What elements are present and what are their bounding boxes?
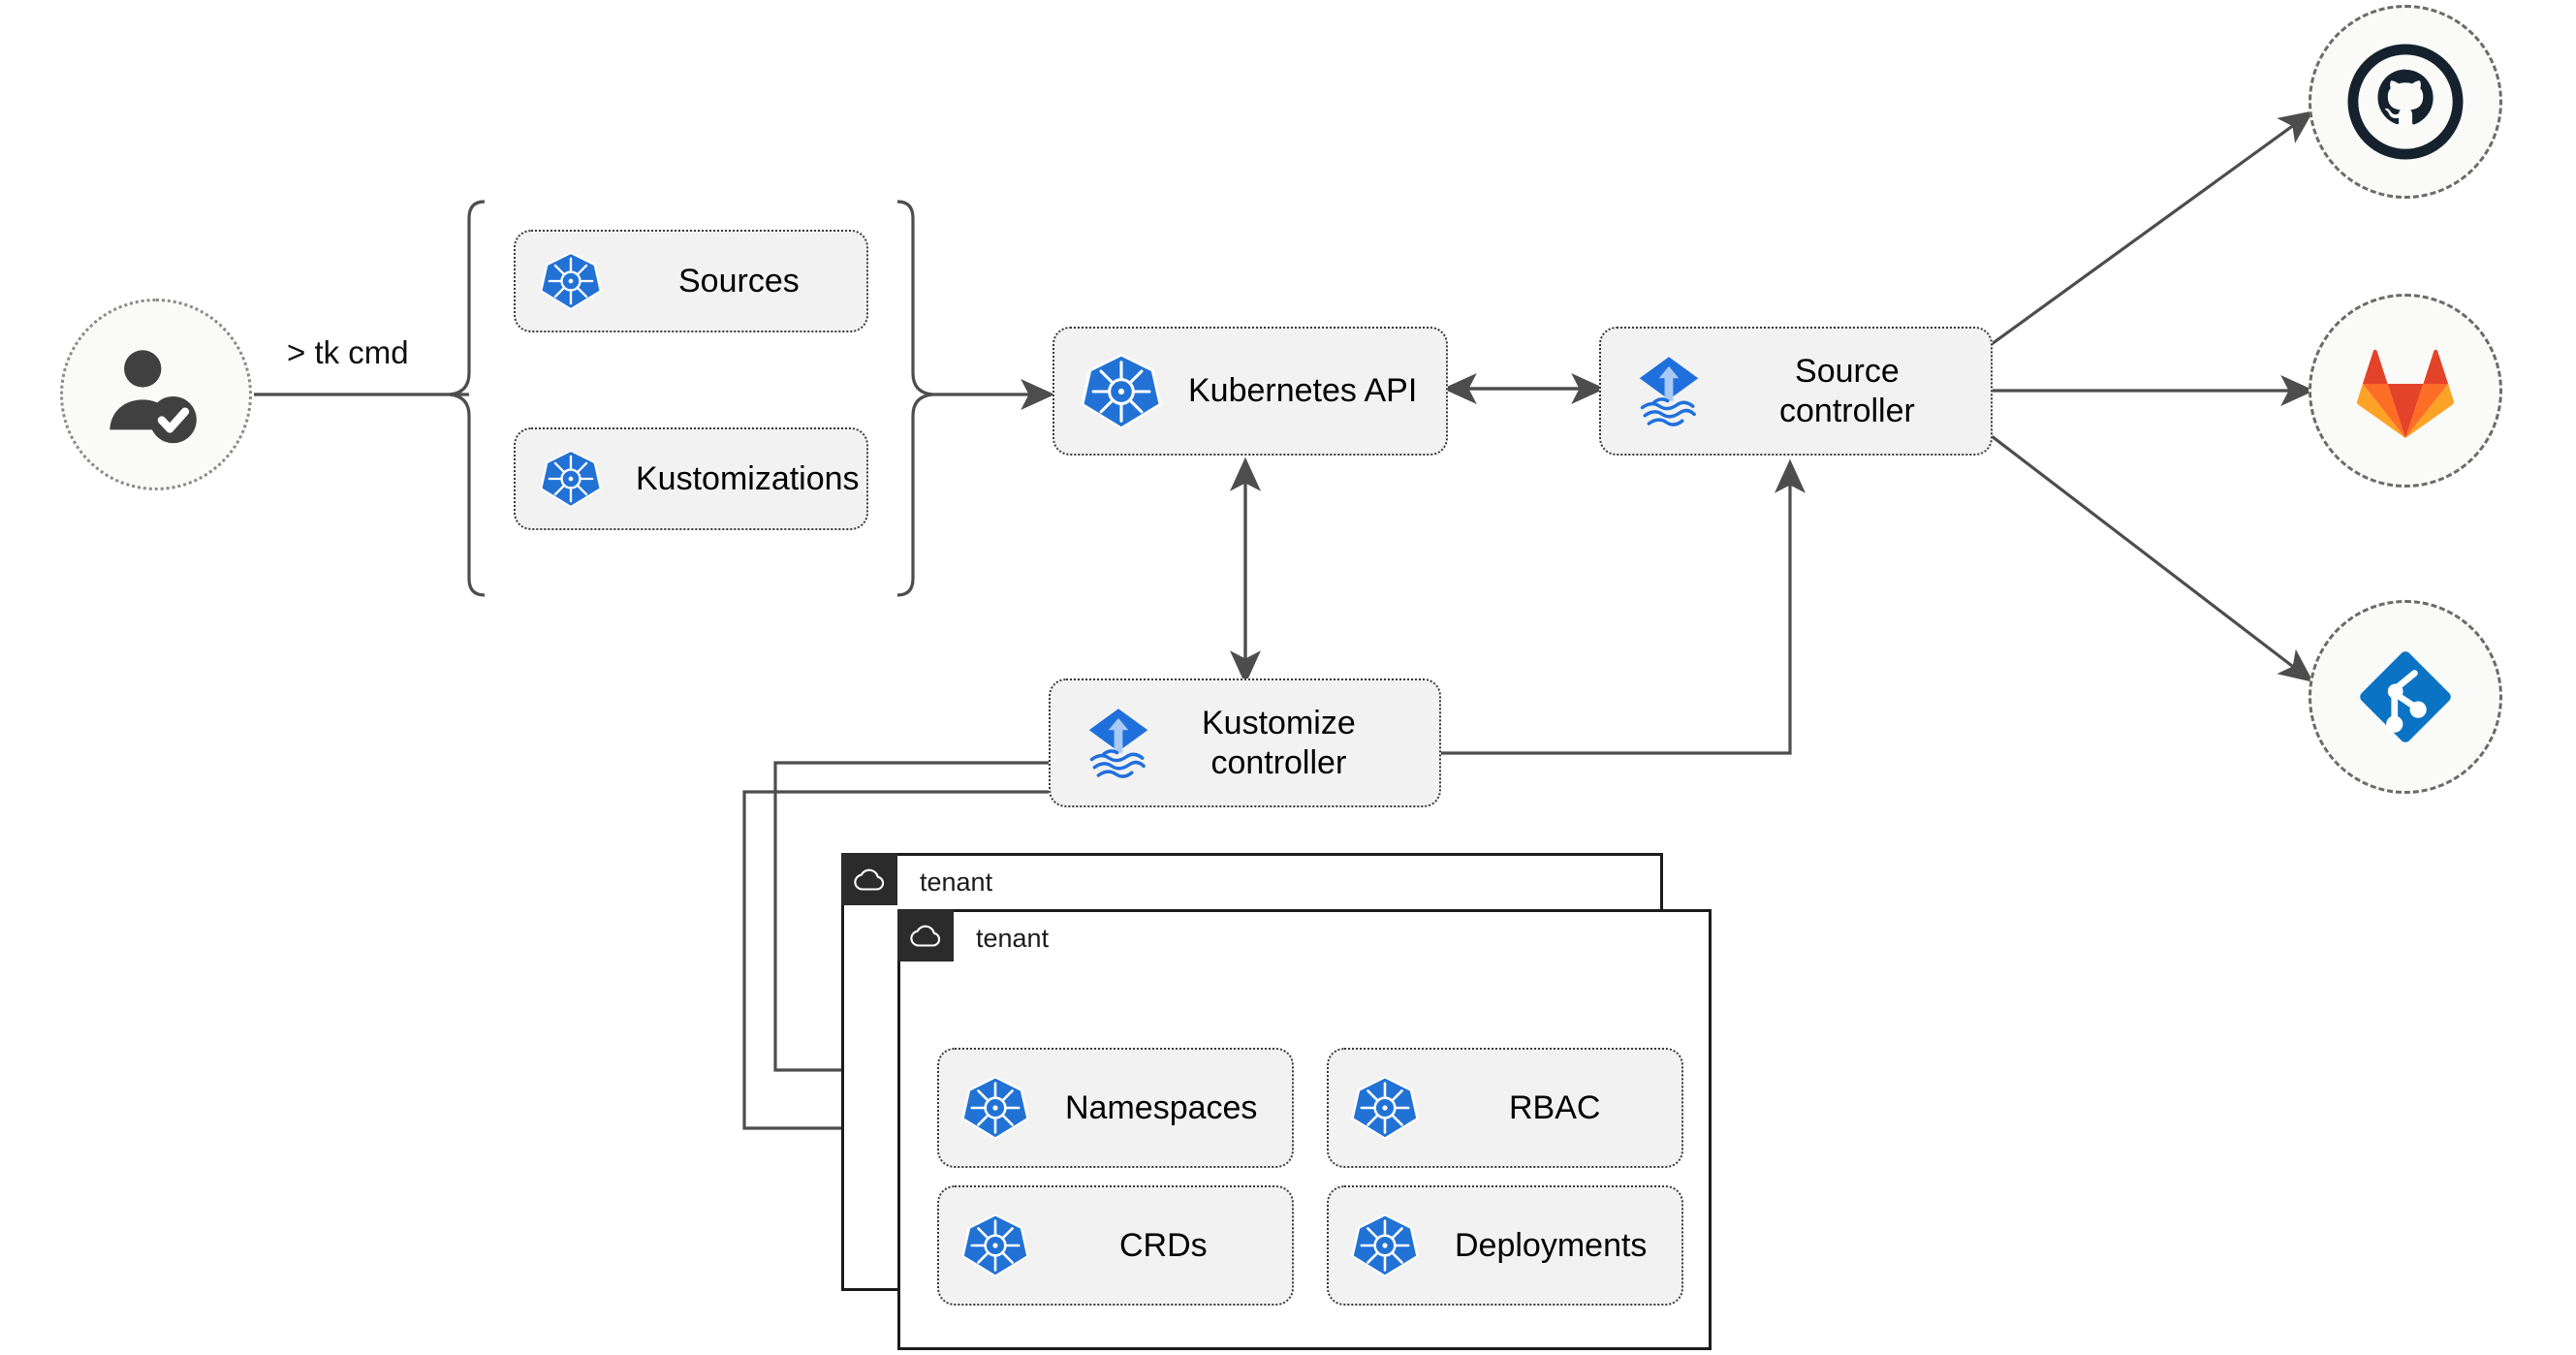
tenant-title-rear: tenant: [920, 867, 993, 897]
github-icon: [2347, 44, 2464, 160]
node-sources-label: Sources: [678, 262, 800, 299]
node-kustomizations[interactable]: Kustomizations: [514, 427, 868, 530]
node-kustomize-controller-label: Kustomize controller: [1202, 705, 1356, 781]
kubernetes-icon: [1081, 353, 1162, 429]
kubernetes-icon: [1351, 1076, 1419, 1140]
user-node: [60, 299, 252, 490]
node-crds-label: CRDs: [1119, 1226, 1208, 1264]
kubernetes-icon: [1351, 1213, 1419, 1277]
flux-icon: [1088, 708, 1148, 778]
repo-github[interactable]: [2309, 5, 2502, 199]
command-label: > tk cmd: [287, 334, 409, 370]
node-namespaces-label: Namespaces: [1065, 1088, 1258, 1126]
kubernetes-icon: [961, 1076, 1029, 1140]
edge-kustomize-to-source: [1441, 458, 1806, 755]
node-kustomizations-label: Kustomizations: [636, 459, 860, 497]
brace-right: [896, 200, 933, 597]
kubernetes-icon: [540, 450, 602, 508]
node-rbac[interactable]: RBAC: [1327, 1048, 1683, 1168]
node-kustomize-controller[interactable]: Kustomize controller: [1049, 678, 1441, 807]
cloud-icon: [910, 925, 941, 947]
node-source-controller-label: Source controller: [1779, 353, 1915, 429]
repo-gitlab[interactable]: [2309, 294, 2502, 488]
node-source-controller[interactable]: Source controller: [1599, 327, 1993, 456]
edge-source-to-azure: [1991, 434, 2314, 682]
flux-icon: [1639, 356, 1699, 426]
user-check-icon: [110, 350, 197, 444]
tenant-title-front: tenant: [976, 923, 1050, 953]
brace-left: [449, 200, 486, 597]
node-sources[interactable]: Sources: [514, 230, 868, 332]
repo-azure-devops[interactable]: [2309, 600, 2502, 794]
node-deployments[interactable]: Deployments: [1327, 1185, 1683, 1306]
tenant-window-front[interactable]: tenant Namespaces: [897, 909, 1712, 1350]
tenant-tab-rear: [841, 853, 897, 905]
tenant-tab-front: [897, 909, 954, 961]
gitlab-icon: [2357, 349, 2454, 438]
cloud-icon: [854, 868, 885, 891]
node-kubernetes-api[interactable]: Kubernetes API: [1052, 327, 1448, 456]
node-crds[interactable]: CRDs: [937, 1185, 1294, 1306]
edge-source-to-github: [1991, 110, 2314, 346]
node-namespaces[interactable]: Namespaces: [937, 1048, 1294, 1168]
azure-repos-icon: [2360, 651, 2451, 742]
node-deployments-label: Deployments: [1455, 1226, 1648, 1264]
kubernetes-icon: [961, 1213, 1029, 1277]
node-rbac-label: RBAC: [1509, 1088, 1601, 1126]
kubernetes-icon: [540, 252, 602, 310]
node-kubernetes-api-label: Kubernetes API: [1188, 372, 1418, 410]
